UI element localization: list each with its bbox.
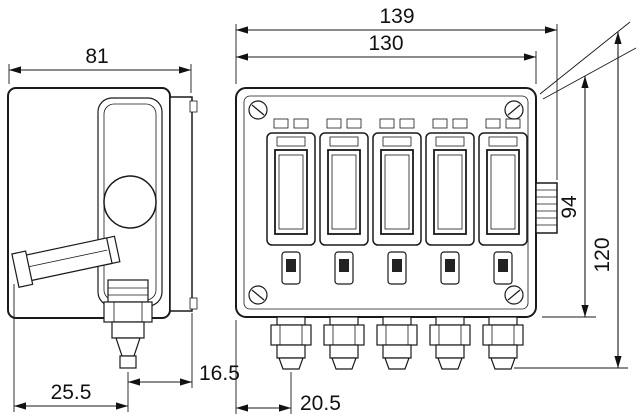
protection-module: [372, 132, 422, 246]
release-slide: [281, 251, 301, 285]
release-slide: [440, 251, 460, 285]
dimension-enclosure-width: 130: [236, 32, 537, 84]
side-cable-gland: [103, 279, 153, 369]
mount-tab-bottom: [189, 297, 198, 310]
dimension-gland-offset-rear: 16.5: [127, 313, 240, 412]
cable-gland: [482, 316, 524, 370]
release-slide: [387, 251, 407, 285]
dim-overall-width-label: 139: [379, 5, 414, 28]
cable-gland: [323, 316, 365, 370]
dim-depth-label: 81: [85, 45, 108, 68]
cable-gland: [429, 316, 471, 370]
protection-module: [266, 132, 316, 246]
side-back-flange: [169, 96, 193, 312]
protection-module: [425, 132, 475, 246]
protection-module: [319, 132, 369, 246]
corner-screw: [248, 285, 268, 305]
release-slide: [334, 251, 354, 285]
dim-overall-height-label: 120: [591, 237, 614, 272]
dimension-gland-offset-front: 25.5: [13, 284, 128, 412]
enclosure-front-view: [235, 87, 558, 370]
cable-gland: [376, 316, 418, 370]
dimension-enclosure-height: 94: [542, 76, 596, 318]
front-inner-edge: [243, 95, 529, 310]
cable-gland: [270, 316, 312, 370]
mount-tab-top: [189, 100, 198, 113]
dim-enclosure-height-label: 94: [558, 195, 581, 219]
side-latch-lever: [11, 235, 121, 288]
dim-enclosure-width-label: 130: [368, 32, 403, 55]
dim-first-gland-offset-label: 20.5: [300, 392, 341, 415]
dim-gland-offset-rear-label: 16.5: [199, 362, 240, 385]
side-connector-block: [535, 182, 558, 234]
dim-gland-offset-front-label: 25.5: [51, 381, 92, 404]
protection-module: [478, 132, 528, 246]
dimension-overall-width: 139: [235, 5, 558, 180]
side-knockout-circle: [103, 175, 157, 229]
dimension-overall-height: 120: [514, 32, 628, 369]
corner-screw: [248, 100, 268, 120]
enclosure-side-view: [7, 87, 198, 369]
release-slide: [493, 251, 513, 285]
terminal-row: [273, 118, 521, 129]
corner-screw: [504, 285, 524, 305]
dimension-depth: 81: [8, 45, 192, 93]
dimension-first-gland-offset: 20.5: [235, 320, 341, 415]
